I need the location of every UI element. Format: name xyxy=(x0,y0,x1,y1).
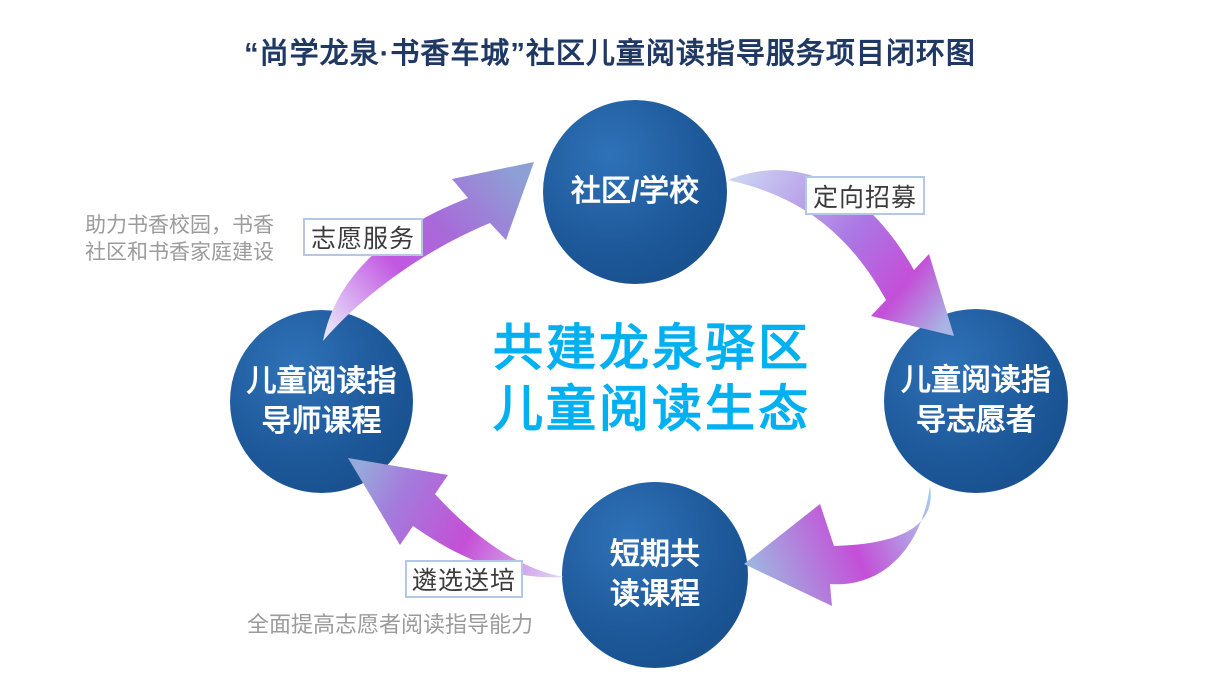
edge-label-volunteer-service: 志愿服务 xyxy=(303,218,423,256)
node-label: 社区/学校 xyxy=(570,175,700,208)
node-label-line: 儿童阅读指 xyxy=(246,364,397,398)
node-reading-volunteers: 儿童阅读指 导志愿者 xyxy=(884,309,1068,493)
diagram-title: “尚学龙泉·书香车城”社区儿童阅读指导服务项目闭环图 xyxy=(244,38,976,70)
edge-label-text: 定向招募 xyxy=(812,183,917,212)
center-headline-line: 儿童阅读生态 xyxy=(493,381,811,437)
annotation-line: 全面提高志愿者阅读指导能力 xyxy=(247,612,534,637)
arrow-right-to-bottom xyxy=(744,486,931,606)
node-short-term-reading-course: 短期共 读课程 xyxy=(562,482,748,668)
edge-label-text: 志愿服务 xyxy=(310,225,415,253)
edge-label-targeted-recruitment: 定向招募 xyxy=(805,176,925,215)
node-label-line: 短期共 xyxy=(610,538,700,571)
node-label-line: 导志愿者 xyxy=(916,404,1036,437)
annotation-left: 助力书香校园，书香 社区和书香家庭建设 xyxy=(85,212,274,266)
annotation-line: 助力书香校园，书香 xyxy=(85,214,274,237)
node-label-line: 读课程 xyxy=(610,578,700,611)
annotation-line: 社区和书香家庭建设 xyxy=(85,241,274,264)
center-headline: 共建龙泉驿区 儿童阅读生态 xyxy=(452,318,852,440)
edge-label-text: 遴选送培 xyxy=(411,567,516,595)
annotation-bottom: 全面提高志愿者阅读指导能力 xyxy=(247,611,533,638)
node-instructor-course: 儿童阅读指 导师课程 xyxy=(230,310,413,493)
node-label-line: 导师课程 xyxy=(261,404,382,438)
edge-label-selection-training: 遴选送培 xyxy=(405,560,523,598)
center-headline-line: 共建龙泉驿区 xyxy=(493,320,811,376)
node-community-school: 社区/学校 xyxy=(543,100,727,284)
node-label-line: 儿童阅读指 xyxy=(901,364,1051,397)
